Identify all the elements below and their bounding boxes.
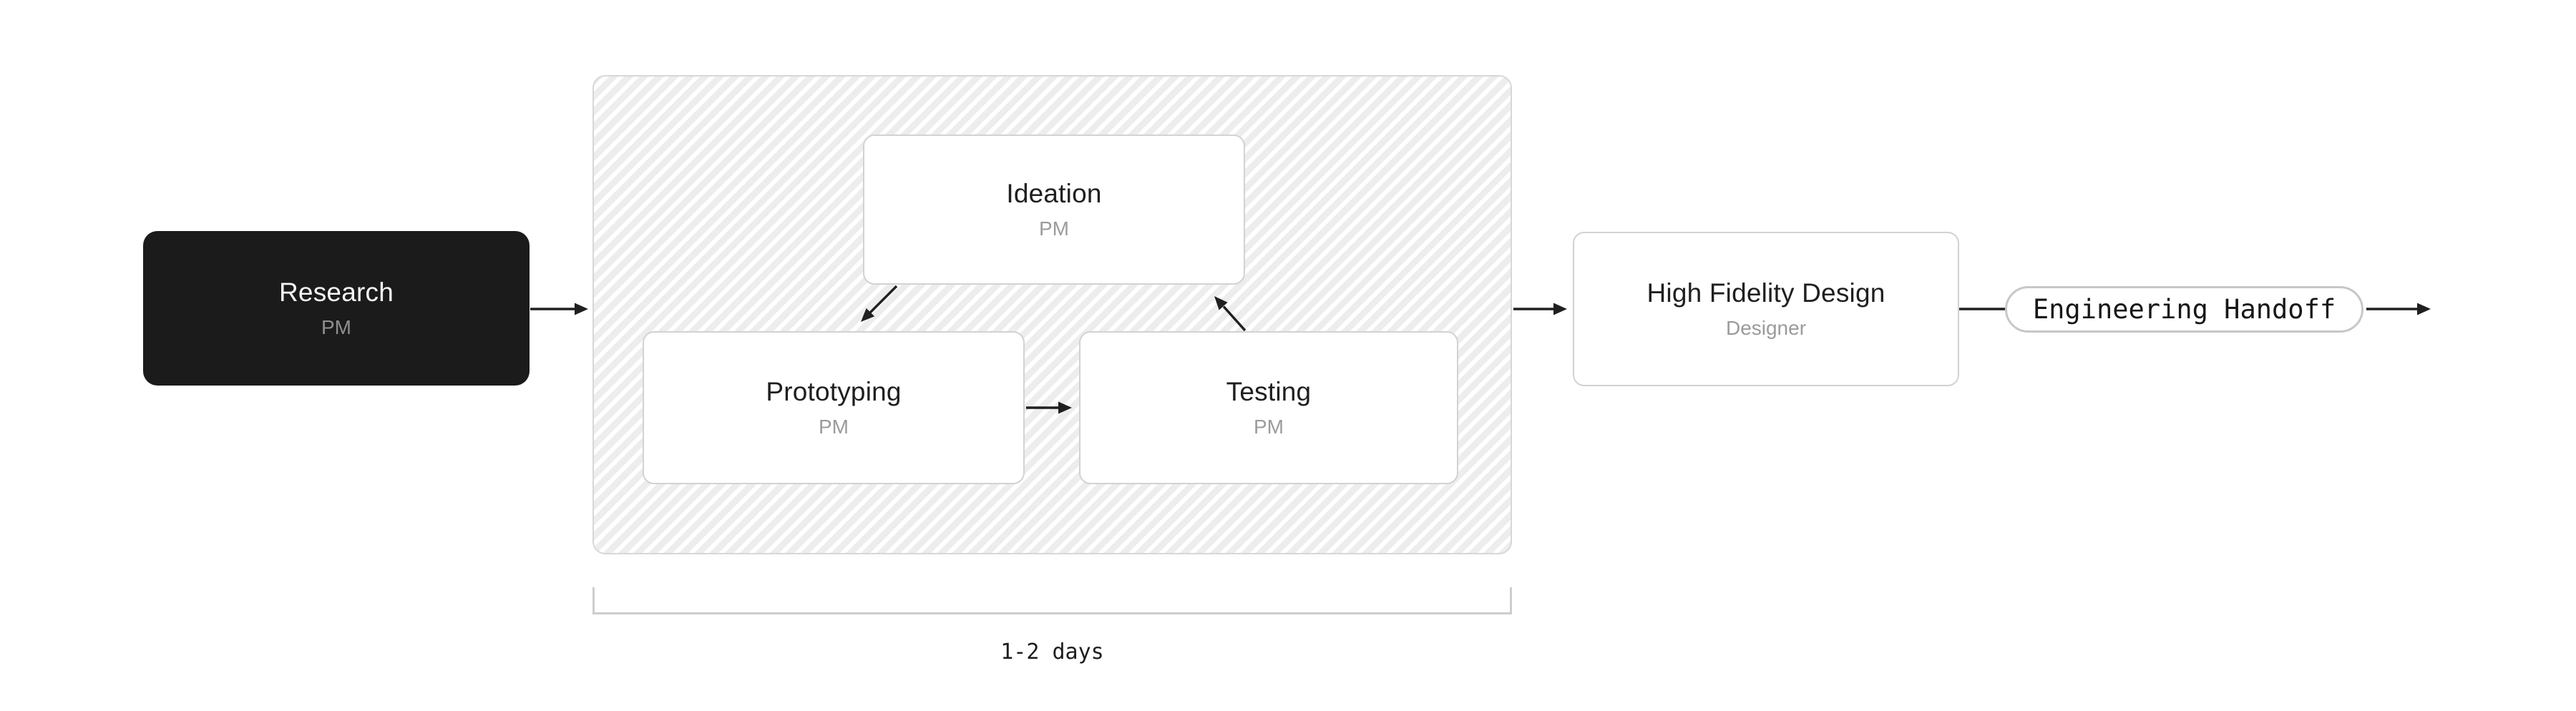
node-high-fidelity-design-title: High Fidelity Design [1646, 278, 1885, 308]
node-high-fidelity-design[interactable]: High Fidelity Design Designer [1573, 232, 1959, 386]
arrow-research-to-loop [530, 303, 588, 315]
engineering-handoff-label: Engineering Handoff [2032, 294, 2336, 325]
node-prototyping-title: Prototyping [766, 376, 902, 406]
duration-bracket [592, 587, 1512, 614]
arrow-loop-to-high-fidelity [1513, 303, 1567, 315]
node-research-title: Research [279, 277, 394, 307]
node-testing-title: Testing [1226, 376, 1312, 406]
arrow-handoff-out [2366, 303, 2431, 315]
node-prototyping-subtitle: PM [819, 416, 849, 438]
node-testing[interactable]: Testing PM [1079, 331, 1458, 484]
node-research[interactable]: Research PM [143, 231, 530, 386]
node-high-fidelity-design-subtitle: Designer [1725, 317, 1807, 340]
node-testing-subtitle: PM [1254, 416, 1284, 438]
node-ideation-title: Ideation [1006, 178, 1102, 208]
node-ideation-subtitle: PM [1039, 217, 1069, 240]
node-ideation[interactable]: Ideation PM [863, 134, 1245, 285]
arrow-ideation-to-prototyping [861, 285, 898, 322]
arrow-testing-to-ideation [1214, 296, 1246, 332]
loop-duration-label: 1-2 days [1000, 639, 1104, 665]
node-research-subtitle: PM [321, 316, 351, 339]
engineering-handoff-pill[interactable]: Engineering Handoff [2005, 286, 2363, 333]
node-prototyping[interactable]: Prototyping PM [643, 331, 1025, 484]
arrow-prototyping-to-testing [1026, 401, 1072, 414]
